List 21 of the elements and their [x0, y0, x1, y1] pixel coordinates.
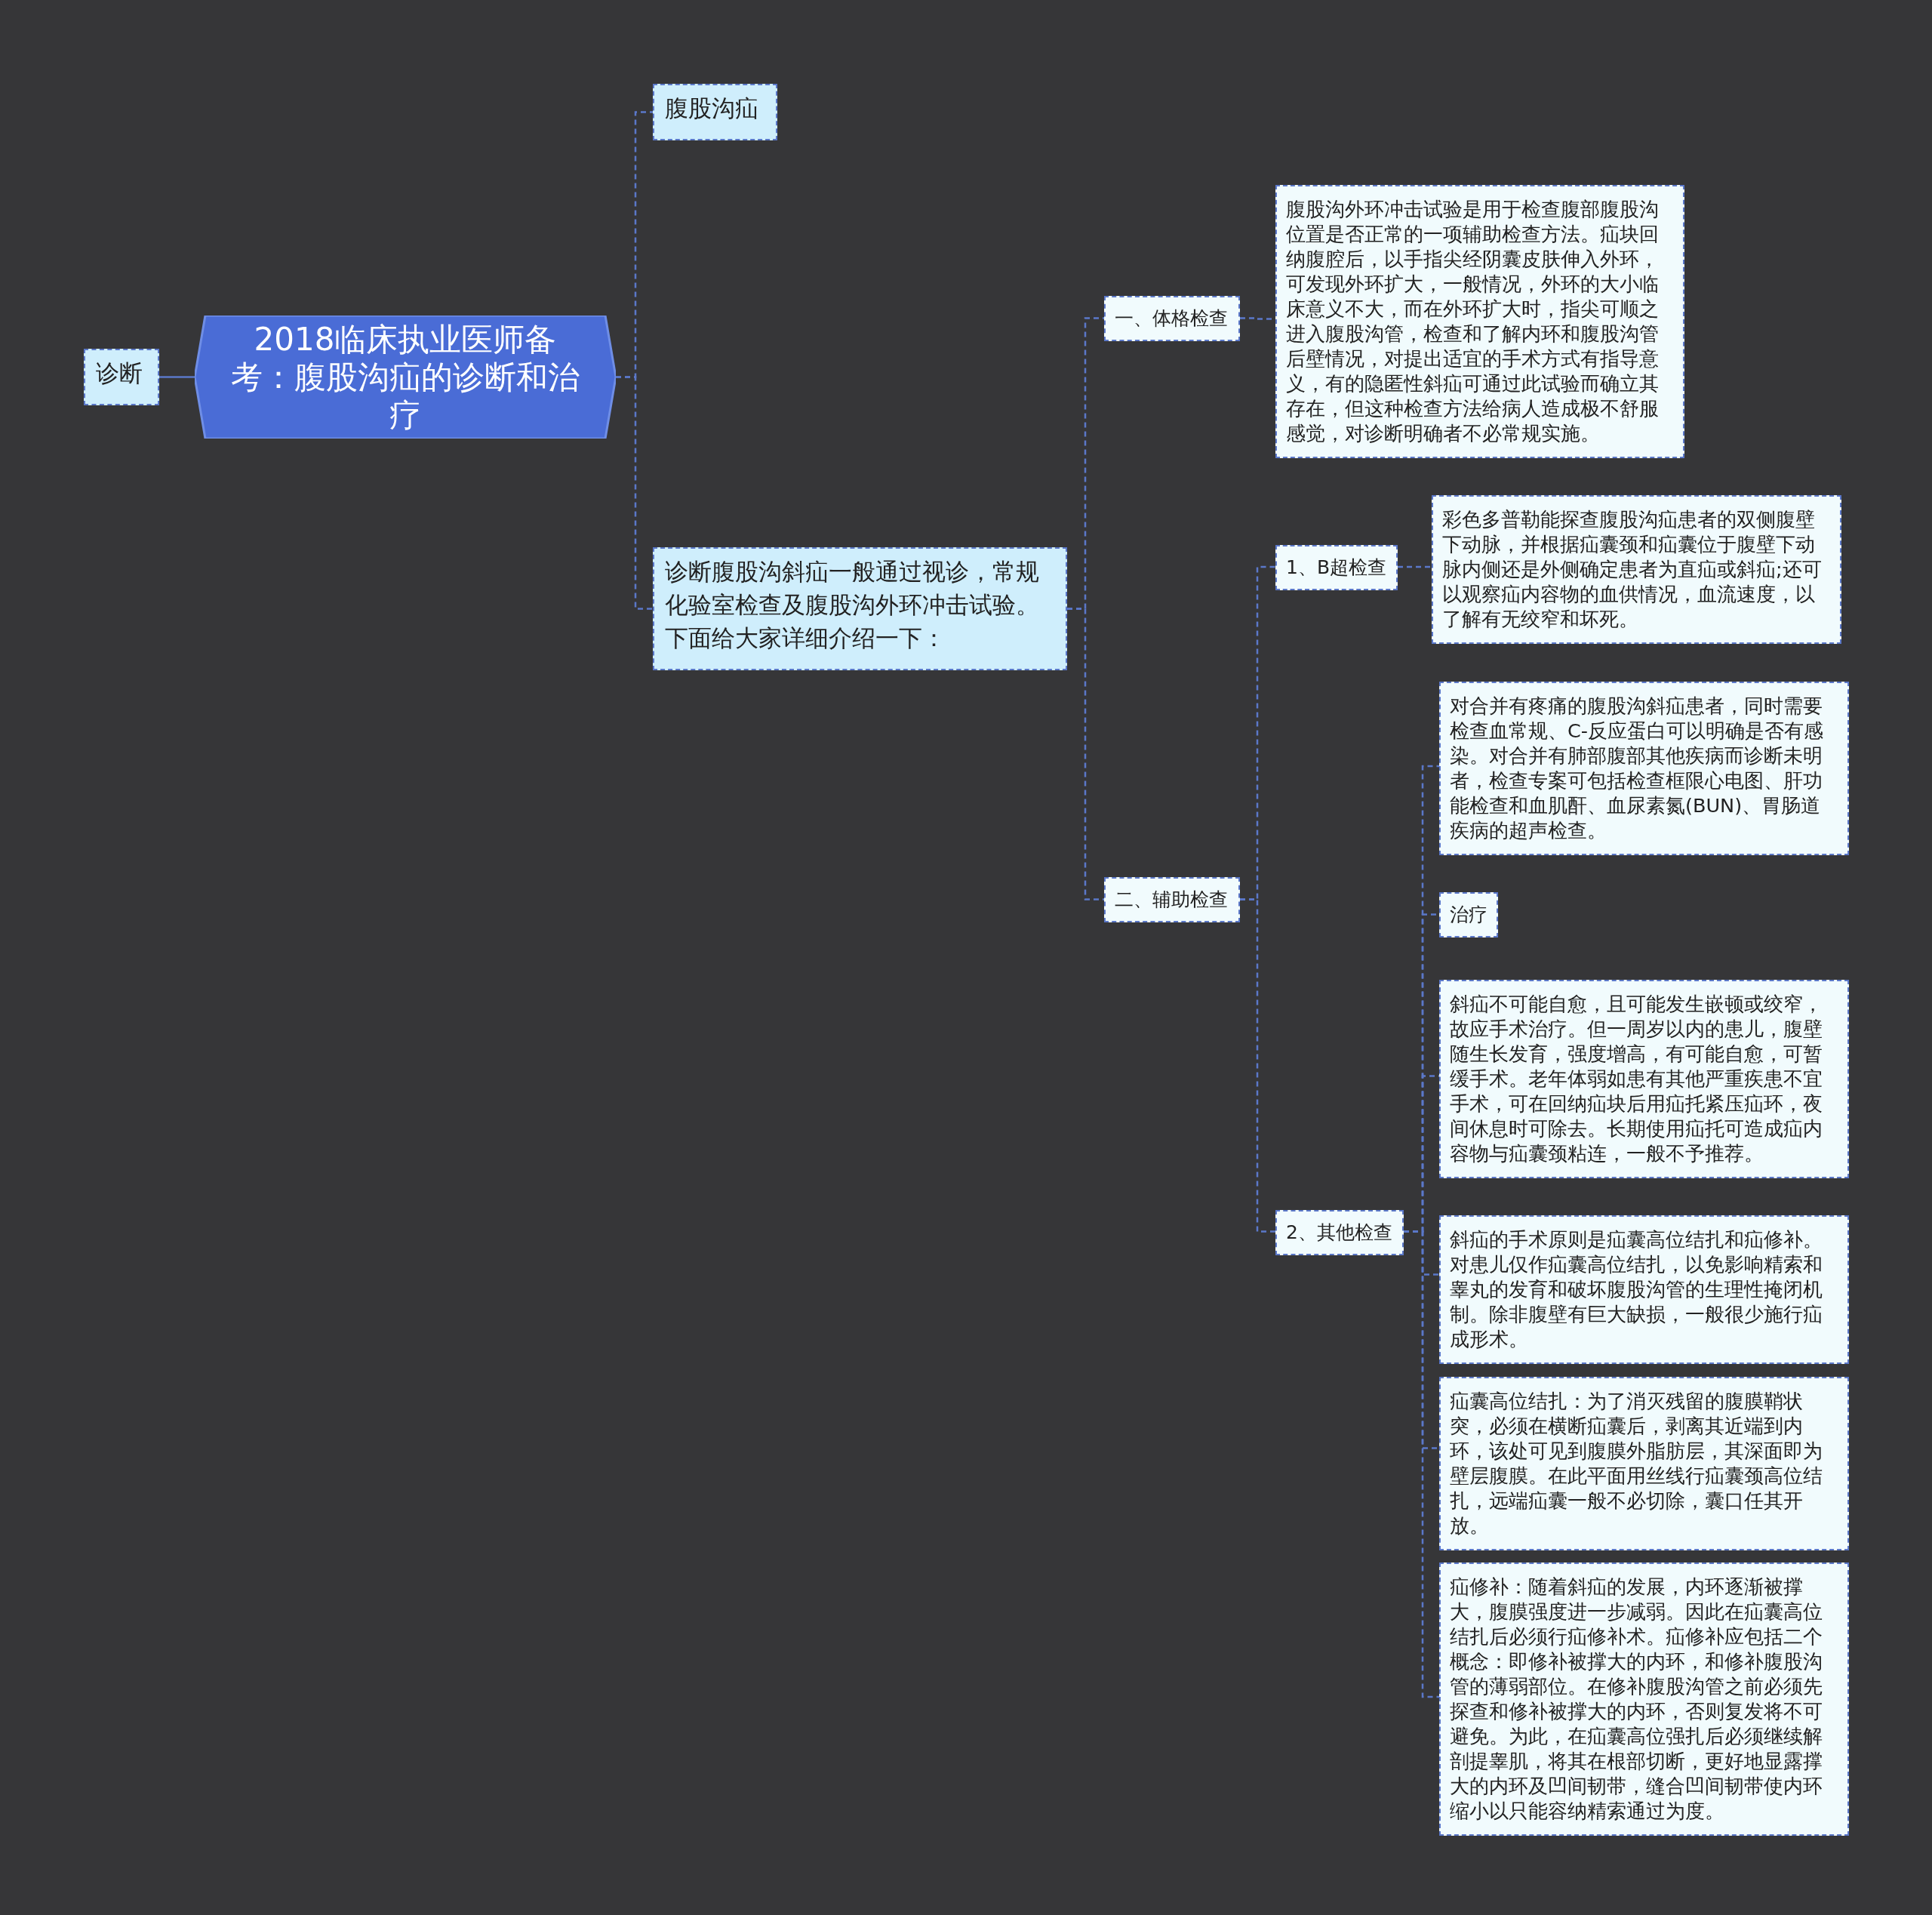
topic-box: 诊断 [84, 349, 159, 405]
connector-line [159, 376, 195, 378]
connector-line [1067, 608, 1104, 901]
text-box: 彩色多普勒能探查腹股沟疝患者的双侧腹壁下动脉，并根据疝囊颈和疝囊位于腹壁下动脉内侧还是外侧确定患者为直疝或斜疝;还可以观察疝内容物的血供情况，血流速度，以了解有无绞窄和坏死。 [1432, 495, 1841, 644]
connector-line [1240, 898, 1275, 1233]
topic-box: 腹股沟疝 [653, 84, 777, 140]
title-hexagon: 2018临床执业医师备考：腹股沟疝的诊断和治疗 [195, 316, 616, 439]
topic-box: 诊断腹股沟斜疝一般通过视诊，常规化验室检查及腹股沟外环冲击试验。下面给大家详细介绍一下： [653, 547, 1067, 670]
text-box: 疝囊高位结扎：为了消灭残留的腹膜鞘状突，必须在横断疝囊后，剥离其近端到内环，该处可见到腹膜外脂肪层，其深面即为壁层腹膜。在此平面用丝线行疝囊颈高位结扎，远端疝囊一般不必切除，囊口任其开放。 [1439, 1377, 1849, 1550]
text-box: 斜疝不可能自愈，且可能发生嵌顿或绞窄，故应手术治疗。但一周岁以内的患儿，腹壁随生长发育，强度增高，有可能自愈，可暂缓手术。老年体弱如患有其他严重疾患不宜手术，可在回纳疝块后用疝托紧压疝环，夜间休息时可除去。长期使用疝托可造成疝内容物与疝囊颈粘连，一般不予推荐。 [1439, 980, 1849, 1178]
topic-box: 1、B超检查 [1275, 545, 1398, 590]
text-box: 对合并有疼痛的腹股沟斜疝患者，同时需要检查血常规、C-反应蛋白可以明确是否有感染。对合并有肺部腹部其他疾病而诊断未明者，检查专案可包括检查框限心电图、肝功能检查和血肌酐、血尿素氮(BUN)、胃肠道疾病的超声检查。 [1439, 682, 1849, 855]
topic-box: 2、其他检查 [1275, 1210, 1404, 1255]
connector-line [616, 376, 653, 610]
text-box: 斜疝的手术原则是疝囊高位结扎和疝修补。对患儿仅作疝囊高位结扎，以免影响精索和睾丸的发育和破坏腹股沟管的生理性掩闭机制。除非腹壁有巨大缺损，一般很少施行疝成形术。 [1439, 1215, 1849, 1364]
text-box: 疝修补：随着斜疝的发展，内环逐渐被撑大，腹膜强度进一步减弱。因此在疝囊高位结扎后必须行疝修补术。疝修补应包括二个概念：即修补被撑大的内环，和修补腹股沟管的薄弱部位。在修补腹股沟管之前必须先探查和修补被撑大的内环，否则复发将不可避免。为此，在疝囊高位强扎后必须继续解剖提睾肌，将其在根部切断，更好地显露撑大的内环及凹间韧带，缝合凹间韧带使内环缩小以只能容纳精索通过为度。 [1439, 1562, 1849, 1836]
text-box: 腹股沟外环冲击试验是用于检查腹部腹股沟位置是否正常的一项辅助检查方法。疝块回纳腹腔后，以手指尖经阴囊皮肤伸入外环，可发现外环扩大，一般情况，外环的大小临床意义不大，而在外环扩大时，指尖可顺之进入腹股沟管，检查和了解内环和腹股沟管后壁情况，对提出适宜的手术方式有指导意义，有的隐匿性斜疝可通过此试验而确立其存在，但这种检查方法给病人造成极不舒服感觉，对诊断明确者不必常规实施。 [1275, 185, 1684, 458]
topic-box: 一、体格检查 [1104, 296, 1240, 341]
topic-box: 二、辅助检查 [1104, 877, 1240, 922]
topic-box: 治疗 [1439, 892, 1498, 937]
connector-line [1398, 565, 1432, 568]
